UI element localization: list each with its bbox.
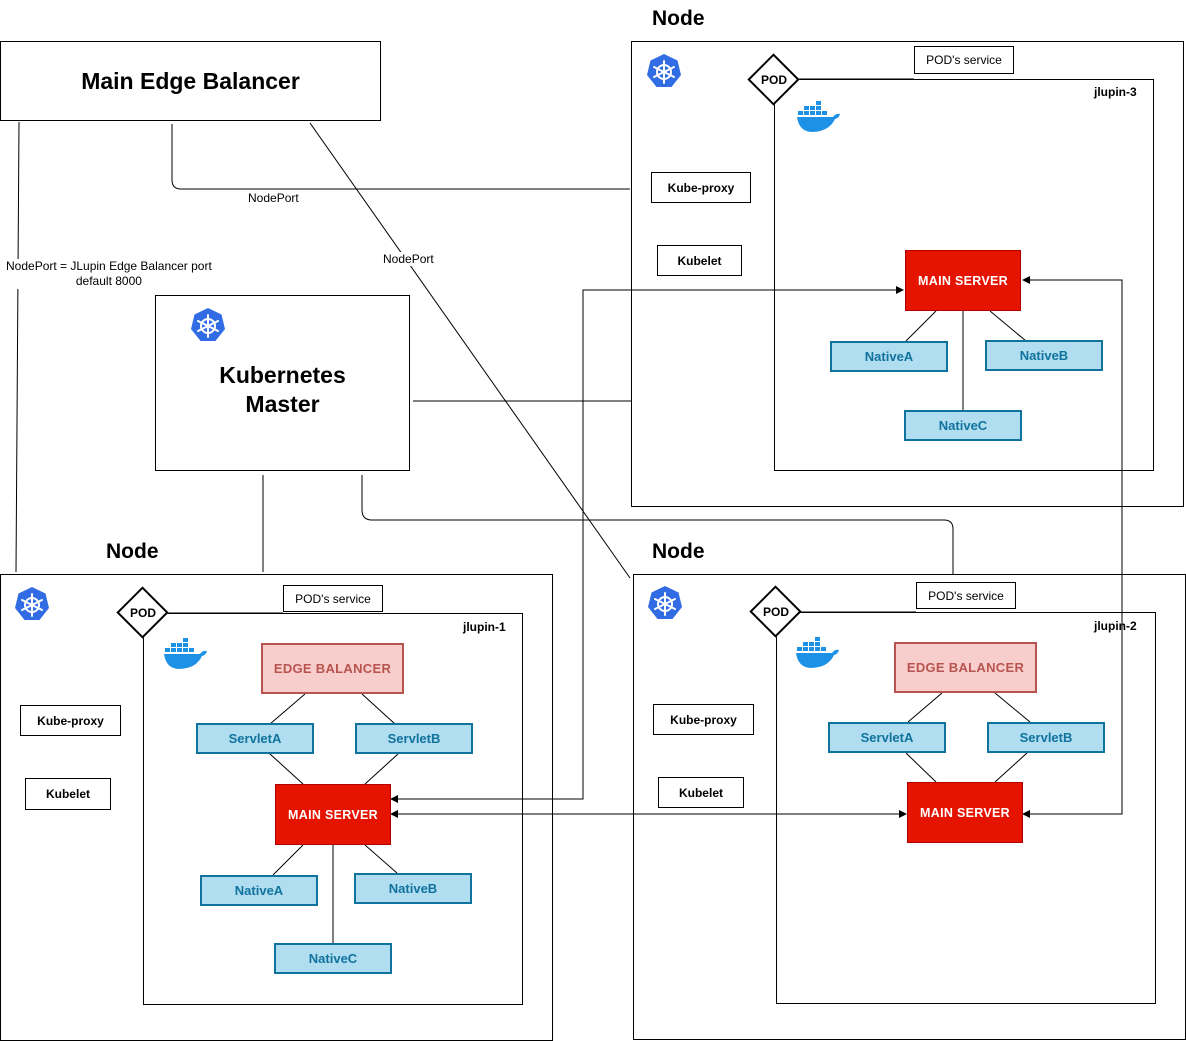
pod-name-jlupin-3: jlupin-3 bbox=[1094, 85, 1137, 99]
node-box-top-right bbox=[631, 41, 1184, 507]
line-n3-ms-nativeb bbox=[989, 310, 1027, 342]
kubernetes-master-line2: Master bbox=[245, 391, 320, 417]
edge-balancer-jlupin-1: EDGE BALANCER bbox=[261, 643, 404, 694]
pod-service-top-right: POD's service bbox=[914, 46, 1014, 74]
kubelet-bottom-left: Kubelet bbox=[25, 778, 111, 810]
pod-diamond-bottom-left: POD bbox=[116, 586, 170, 640]
main-server-jlupin-1: MAIN SERVER bbox=[275, 784, 391, 845]
line-n2-eb-servleta bbox=[907, 692, 943, 723]
servlet-a-jlupin-1: ServletA bbox=[196, 723, 314, 754]
nodeport-left-line2: default 8000 bbox=[75, 274, 142, 288]
line-n1-servleta-ms bbox=[269, 753, 304, 785]
pod-service-bottom-right: POD's service bbox=[916, 582, 1016, 609]
pod-diamond-bottom-right: POD bbox=[749, 585, 803, 639]
node-title-bottom-left: Node bbox=[106, 540, 159, 563]
kube-proxy-top-right: Kube-proxy bbox=[651, 172, 751, 203]
edge-balancer-jlupin-2: EDGE BALANCER bbox=[894, 642, 1037, 693]
nodeport-left-line1: NodePort = JLupin Edge Balancer port bbox=[6, 259, 212, 273]
nodeport-label-diag: NodePort bbox=[383, 252, 434, 266]
native-b-jlupin-1: NativeB bbox=[354, 873, 472, 904]
kubernetes-icon bbox=[15, 587, 49, 620]
kube-proxy-bottom-right: Kube-proxy bbox=[653, 704, 754, 735]
kubelet-top-right: Kubelet bbox=[657, 245, 742, 276]
line-n1-ms-nativea bbox=[272, 844, 304, 876]
pod-service-bottom-left: POD's service bbox=[283, 585, 383, 612]
docker-icon bbox=[164, 638, 207, 669]
nodeport-label-left: NodePort = JLupin Edge Balancer port def… bbox=[6, 259, 212, 289]
native-c-jlupin-1: NativeC bbox=[274, 943, 392, 974]
native-a-jlupin-1: NativeA bbox=[200, 875, 318, 906]
servlet-b-jlupin-2: ServletB bbox=[987, 722, 1105, 753]
docker-icon bbox=[796, 637, 839, 668]
pod-label: POD bbox=[762, 605, 789, 619]
line-n1-eb-servletb bbox=[361, 693, 396, 725]
pod-name-jlupin-1: jlupin-1 bbox=[463, 620, 506, 634]
docker-icon bbox=[797, 101, 840, 132]
line-n2-servleta-ms bbox=[905, 752, 937, 783]
native-b-jlupin-3: NativeB bbox=[985, 340, 1103, 371]
nodeport-label-top: NodePort bbox=[248, 191, 299, 205]
servlet-a-jlupin-2: ServletA bbox=[828, 722, 946, 753]
native-a-jlupin-3: NativeA bbox=[830, 341, 948, 372]
line-n1-eb-servleta bbox=[269, 693, 306, 725]
main-server-jlupin-2: MAIN SERVER bbox=[907, 782, 1023, 843]
pod-label: POD bbox=[760, 73, 787, 87]
pod-diamond-top-right: POD bbox=[747, 53, 801, 107]
kubelet-bottom-right: Kubelet bbox=[658, 777, 744, 808]
kubernetes-master-label: Kubernetes Master bbox=[156, 296, 409, 470]
kubernetes-icon bbox=[648, 586, 682, 619]
arrow-ms1-ms3 bbox=[390, 286, 904, 803]
servlet-b-jlupin-1: ServletB bbox=[355, 723, 473, 754]
node-title-bottom-right: Node bbox=[652, 540, 705, 563]
kube-proxy-bottom-left: Kube-proxy bbox=[20, 705, 121, 736]
line-n2-servletb-ms bbox=[994, 752, 1028, 783]
line-n3-ms-nativea bbox=[905, 310, 937, 342]
main-edge-balancer-label: Main Edge Balancer bbox=[81, 67, 300, 94]
kubernetes-icon bbox=[647, 54, 681, 87]
kubernetes-icon bbox=[191, 308, 225, 341]
pod-box-jlupin-2 bbox=[776, 612, 1156, 1004]
pod-box-jlupin-3 bbox=[774, 79, 1154, 471]
line-n1-ms-nativeb bbox=[364, 844, 398, 874]
line-meb-to-node1 bbox=[15, 121, 20, 573]
pod-name-jlupin-2: jlupin-2 bbox=[1094, 619, 1137, 633]
node-title-top-right: Node bbox=[652, 7, 705, 30]
arrow-ms2-ms3 bbox=[1022, 276, 1123, 818]
pod-label: POD bbox=[129, 606, 156, 620]
line-meb-to-node3 bbox=[171, 124, 630, 190]
main-edge-balancer-box: Main Edge Balancer bbox=[0, 41, 381, 121]
native-c-jlupin-3: NativeC bbox=[904, 410, 1022, 441]
kubernetes-master-line1: Kubernetes bbox=[219, 362, 346, 388]
pod-box-jlupin-1 bbox=[143, 613, 523, 1005]
main-server-jlupin-3: MAIN SERVER bbox=[905, 250, 1021, 311]
